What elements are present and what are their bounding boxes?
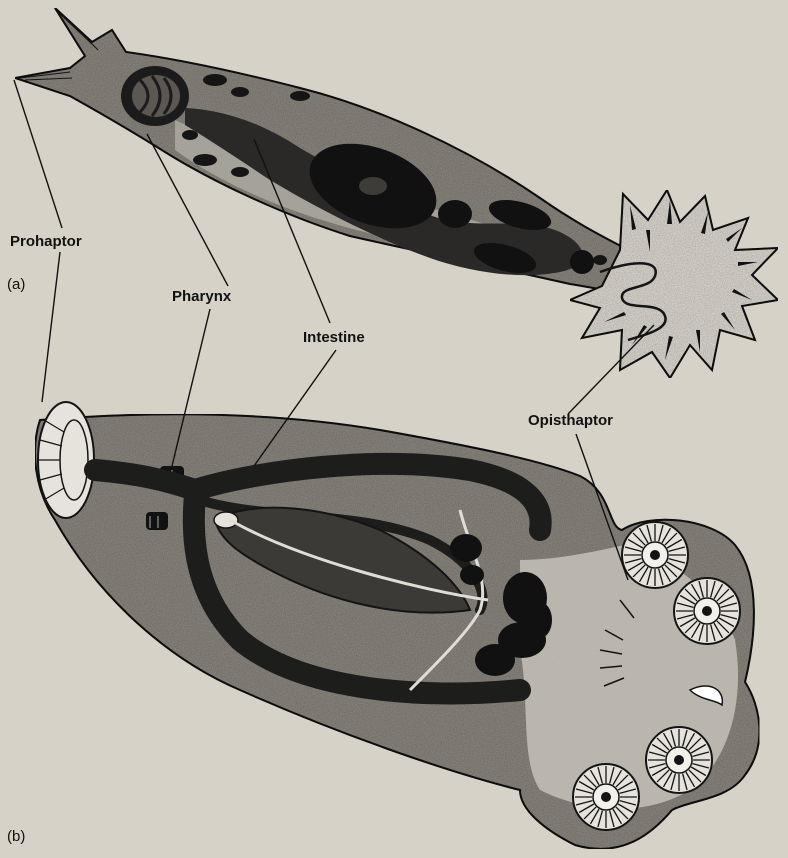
prohaptor-label: Prohaptor [10,233,82,250]
prohaptor-b [38,402,94,518]
leader-prohaptor-a [14,80,62,228]
specimen-a [15,8,778,378]
opisthaptor-label: Opisthaptor [528,412,613,429]
intestine-label: Intestine [303,329,365,346]
pharynx-a [121,66,189,126]
pharynx-label: Pharynx [172,288,231,305]
haptor-sucker [622,522,688,588]
haptor-sucker [646,727,712,793]
panel-label-b: (b) [7,828,25,845]
haptor-sucker [674,578,740,644]
panel-label-a: (a) [7,276,25,293]
haptor-sucker [573,764,639,830]
leader-prohaptor-b [42,252,60,402]
specimen-b [35,402,759,849]
